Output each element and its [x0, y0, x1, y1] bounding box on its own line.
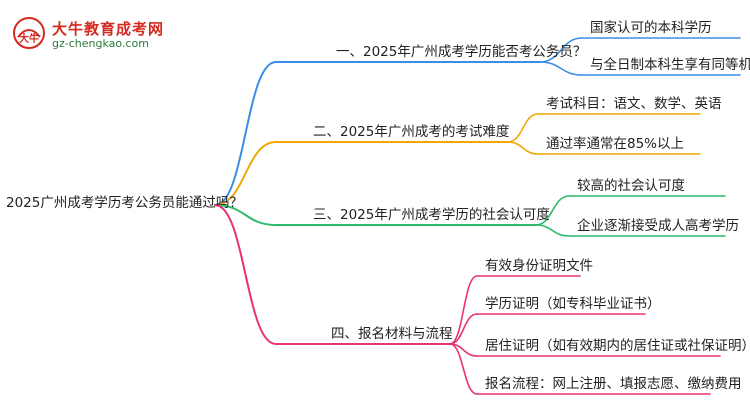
branch-4-child-3: 居住证明（如有效期内的居住证或社保证明）	[485, 338, 750, 354]
root-topic: 2025广州成考学历考公务员能通过吗？	[6, 195, 243, 211]
branch-1-child-2-connector	[539, 61, 583, 76]
logo-mark-text: 大牛	[19, 32, 39, 45]
branch-3-child-1-connector	[535, 195, 570, 226]
branch-3-child-2: 企业逐渐接受成人高考学历	[577, 218, 739, 234]
branch-4-child-2-connector	[449, 313, 478, 345]
branch-4-child-4-connector	[449, 343, 478, 395]
logo-url: gz-chengkao.com	[52, 37, 149, 50]
branch-4-label: 四、报名材料与流程	[331, 326, 453, 342]
branch-2-child-1-connector	[507, 113, 539, 143]
branch-1-child-2: 与全日制本科生享有同等机会	[590, 57, 750, 73]
branch-1-label: 一、2025年广州成考学历能否考公务员？	[336, 44, 587, 60]
branch-4-child-4: 报名流程：网上注册、填报志愿、缴纳费用	[485, 376, 742, 392]
branch-4-connector	[214, 204, 277, 345]
branch-2-label: 二、2025年广州成考的考试难度	[313, 124, 510, 140]
branch-3-label: 三、2025年广州成考学历的社会认可度	[313, 207, 550, 223]
logo-mark-icon: 大牛	[13, 17, 45, 49]
branch-3-connector	[214, 204, 277, 226]
branch-1-child-1-connector	[539, 37, 583, 63]
branch-4-child-2: 学历证明（如专科毕业证书）	[485, 296, 661, 312]
branch-2-child-2-connector	[507, 141, 539, 155]
branch-1-child-1: 国家认可的本科学历	[590, 20, 712, 36]
branch-4-child-1-connector	[449, 275, 478, 345]
branch-4-child-1: 有效身份证明文件	[485, 258, 593, 274]
branch-2-child-2: 通过率通常在85%以上	[546, 136, 685, 152]
branch-2-child-1: 考试科目：语文、数学、英语	[546, 96, 722, 112]
branch-3-child-1: 较高的社会认可度	[577, 178, 685, 194]
branch-2-connector	[214, 141, 277, 206]
branch-3-child-2-connector	[535, 224, 570, 237]
branch-1-connector	[214, 61, 277, 206]
site-logo: 大牛 大牛教育成考网 gz-chengkao.com	[12, 16, 165, 56]
logo-name: 大牛教育成考网	[52, 20, 165, 38]
